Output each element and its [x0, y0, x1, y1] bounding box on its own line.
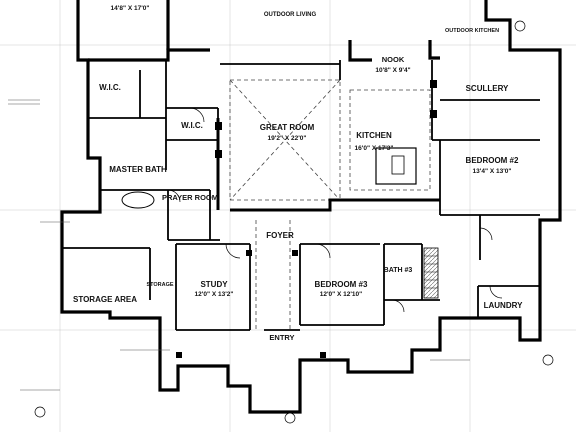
wic-1-label: W.I.C.: [99, 83, 121, 92]
columns: [176, 80, 437, 358]
structural-walls: [216, 118, 440, 212]
bedroom-2-label: BEDROOM #2: [466, 156, 519, 165]
bedroom-3-dim: 12'0" X 12'10": [320, 291, 363, 298]
study-dim: 12'0" X 13'2": [195, 291, 234, 298]
bedroom-2-dim: 13'4" X 13'0": [473, 168, 512, 175]
bedroom-top-dim: 14'8" X 17'0": [111, 5, 150, 12]
foyer-label: FOYER: [266, 231, 294, 240]
bedroom-3-label: BEDROOM #3: [315, 280, 368, 289]
kitchen-dim: 16'0" X 17'3": [355, 145, 394, 152]
laundry-label: LAUNDRY: [484, 301, 523, 310]
bathtub: [121, 191, 155, 209]
nook-dim: 10'8" X 9'4": [375, 67, 410, 74]
room-labels: 14'8" X 17'0" OUTDOOR LIVING OUTDOOR KIT…: [73, 5, 523, 342]
wic-2-label: W.I.C.: [181, 121, 203, 130]
kitchen-sink: [391, 155, 405, 175]
great-room-label: GREAT ROOM: [260, 123, 315, 132]
outdoor-living-label: OUTDOOR LIVING: [264, 12, 317, 18]
scullery-label: SCULLERY: [466, 84, 509, 93]
ceiling-lines: [229, 79, 431, 330]
interior-walls: [62, 60, 540, 331]
master-bath-label: MASTER BATH: [109, 165, 167, 174]
stair: [423, 247, 439, 299]
nook-label: NOOK: [382, 55, 405, 64]
storage-label: STORAGE: [146, 282, 173, 288]
section-markers: [34, 20, 554, 424]
door-swings: [167, 107, 503, 313]
storage-area-label: STORAGE AREA: [73, 295, 137, 304]
outdoor-kitchen-label: OUTDOOR KITCHEN: [445, 28, 499, 34]
bath-3-label: BATH #3: [384, 267, 413, 274]
kitchen-label: KITCHEN: [356, 131, 392, 140]
annotation-marks: [8, 99, 470, 391]
prayer-room-label: PRAYER ROOM: [162, 193, 218, 202]
entry-label: ENTRY: [269, 333, 294, 342]
study-label: STUDY: [200, 280, 228, 289]
great-room-dim: 19'2" X 22'0": [268, 135, 307, 142]
exterior-walls: [60, 0, 562, 414]
stair-treads: [424, 255, 438, 289]
